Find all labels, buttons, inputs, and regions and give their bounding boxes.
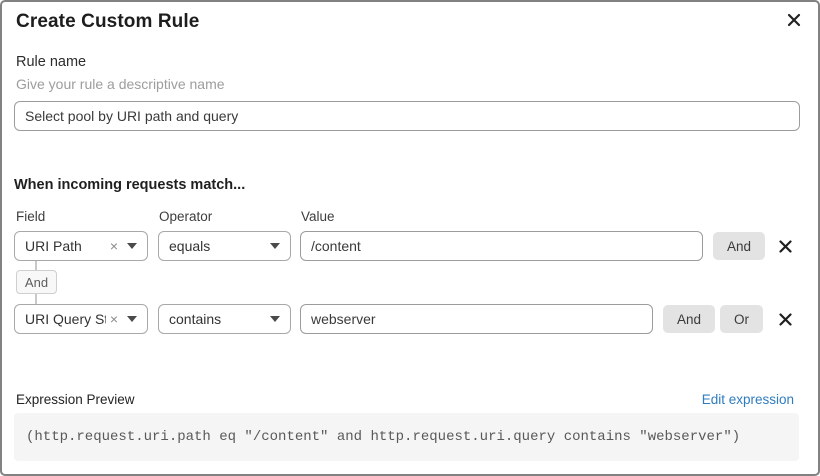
- value-input-row2[interactable]: [300, 304, 653, 334]
- operator-select-row1[interactable]: equals: [158, 231, 291, 261]
- add-or-button-row2[interactable]: Or: [720, 305, 763, 333]
- expression-text: (http.request.uri.path eq "/content" and…: [26, 429, 741, 445]
- joiner-and-label: And: [24, 274, 49, 290]
- rule-name-helper: Give your rule a descriptive name: [16, 76, 225, 92]
- column-label-field: Field: [16, 209, 46, 224]
- remove-row2-icon[interactable]: [775, 309, 795, 329]
- field-select-row2[interactable]: URI Query St... ×: [14, 304, 148, 334]
- clear-icon[interactable]: ×: [109, 311, 118, 327]
- rule-name-input[interactable]: [14, 101, 800, 131]
- field-select-row1[interactable]: URI Path ×: [14, 231, 148, 261]
- edit-expression-link[interactable]: Edit expression: [701, 392, 794, 407]
- chevron-down-icon: [127, 243, 137, 249]
- chevron-down-icon: [270, 243, 280, 249]
- column-label-operator: Operator: [159, 209, 213, 224]
- clear-icon[interactable]: ×: [109, 238, 118, 254]
- close-icon[interactable]: [784, 10, 804, 30]
- chevron-down-icon: [127, 316, 137, 322]
- field-select-row2-value: URI Query St...: [25, 311, 106, 327]
- add-and-button-row1[interactable]: And: [713, 232, 766, 260]
- operator-select-row2-value: contains: [169, 311, 222, 327]
- remove-row1-icon[interactable]: [775, 236, 795, 256]
- operator-select-row2[interactable]: contains: [158, 304, 291, 334]
- column-label-value: Value: [301, 209, 335, 224]
- expression-preview-box: (http.request.uri.path eq "/content" and…: [14, 413, 799, 461]
- rule-name-label: Rule name: [16, 54, 87, 70]
- value-input-row1[interactable]: [300, 231, 703, 261]
- operator-select-row1-value: equals: [169, 238, 211, 254]
- field-select-row1-value: URI Path: [25, 238, 82, 254]
- add-and-button-row2[interactable]: And: [663, 305, 716, 333]
- chevron-down-icon: [270, 316, 280, 322]
- match-heading: When incoming requests match...: [14, 177, 246, 193]
- dialog-title: Create Custom Rule: [16, 11, 200, 32]
- joiner-and-chip: And: [16, 270, 57, 294]
- joiner-line-bottom: [35, 294, 37, 304]
- expression-preview-label: Expression Preview: [16, 392, 135, 407]
- joiner-line-top: [35, 261, 37, 270]
